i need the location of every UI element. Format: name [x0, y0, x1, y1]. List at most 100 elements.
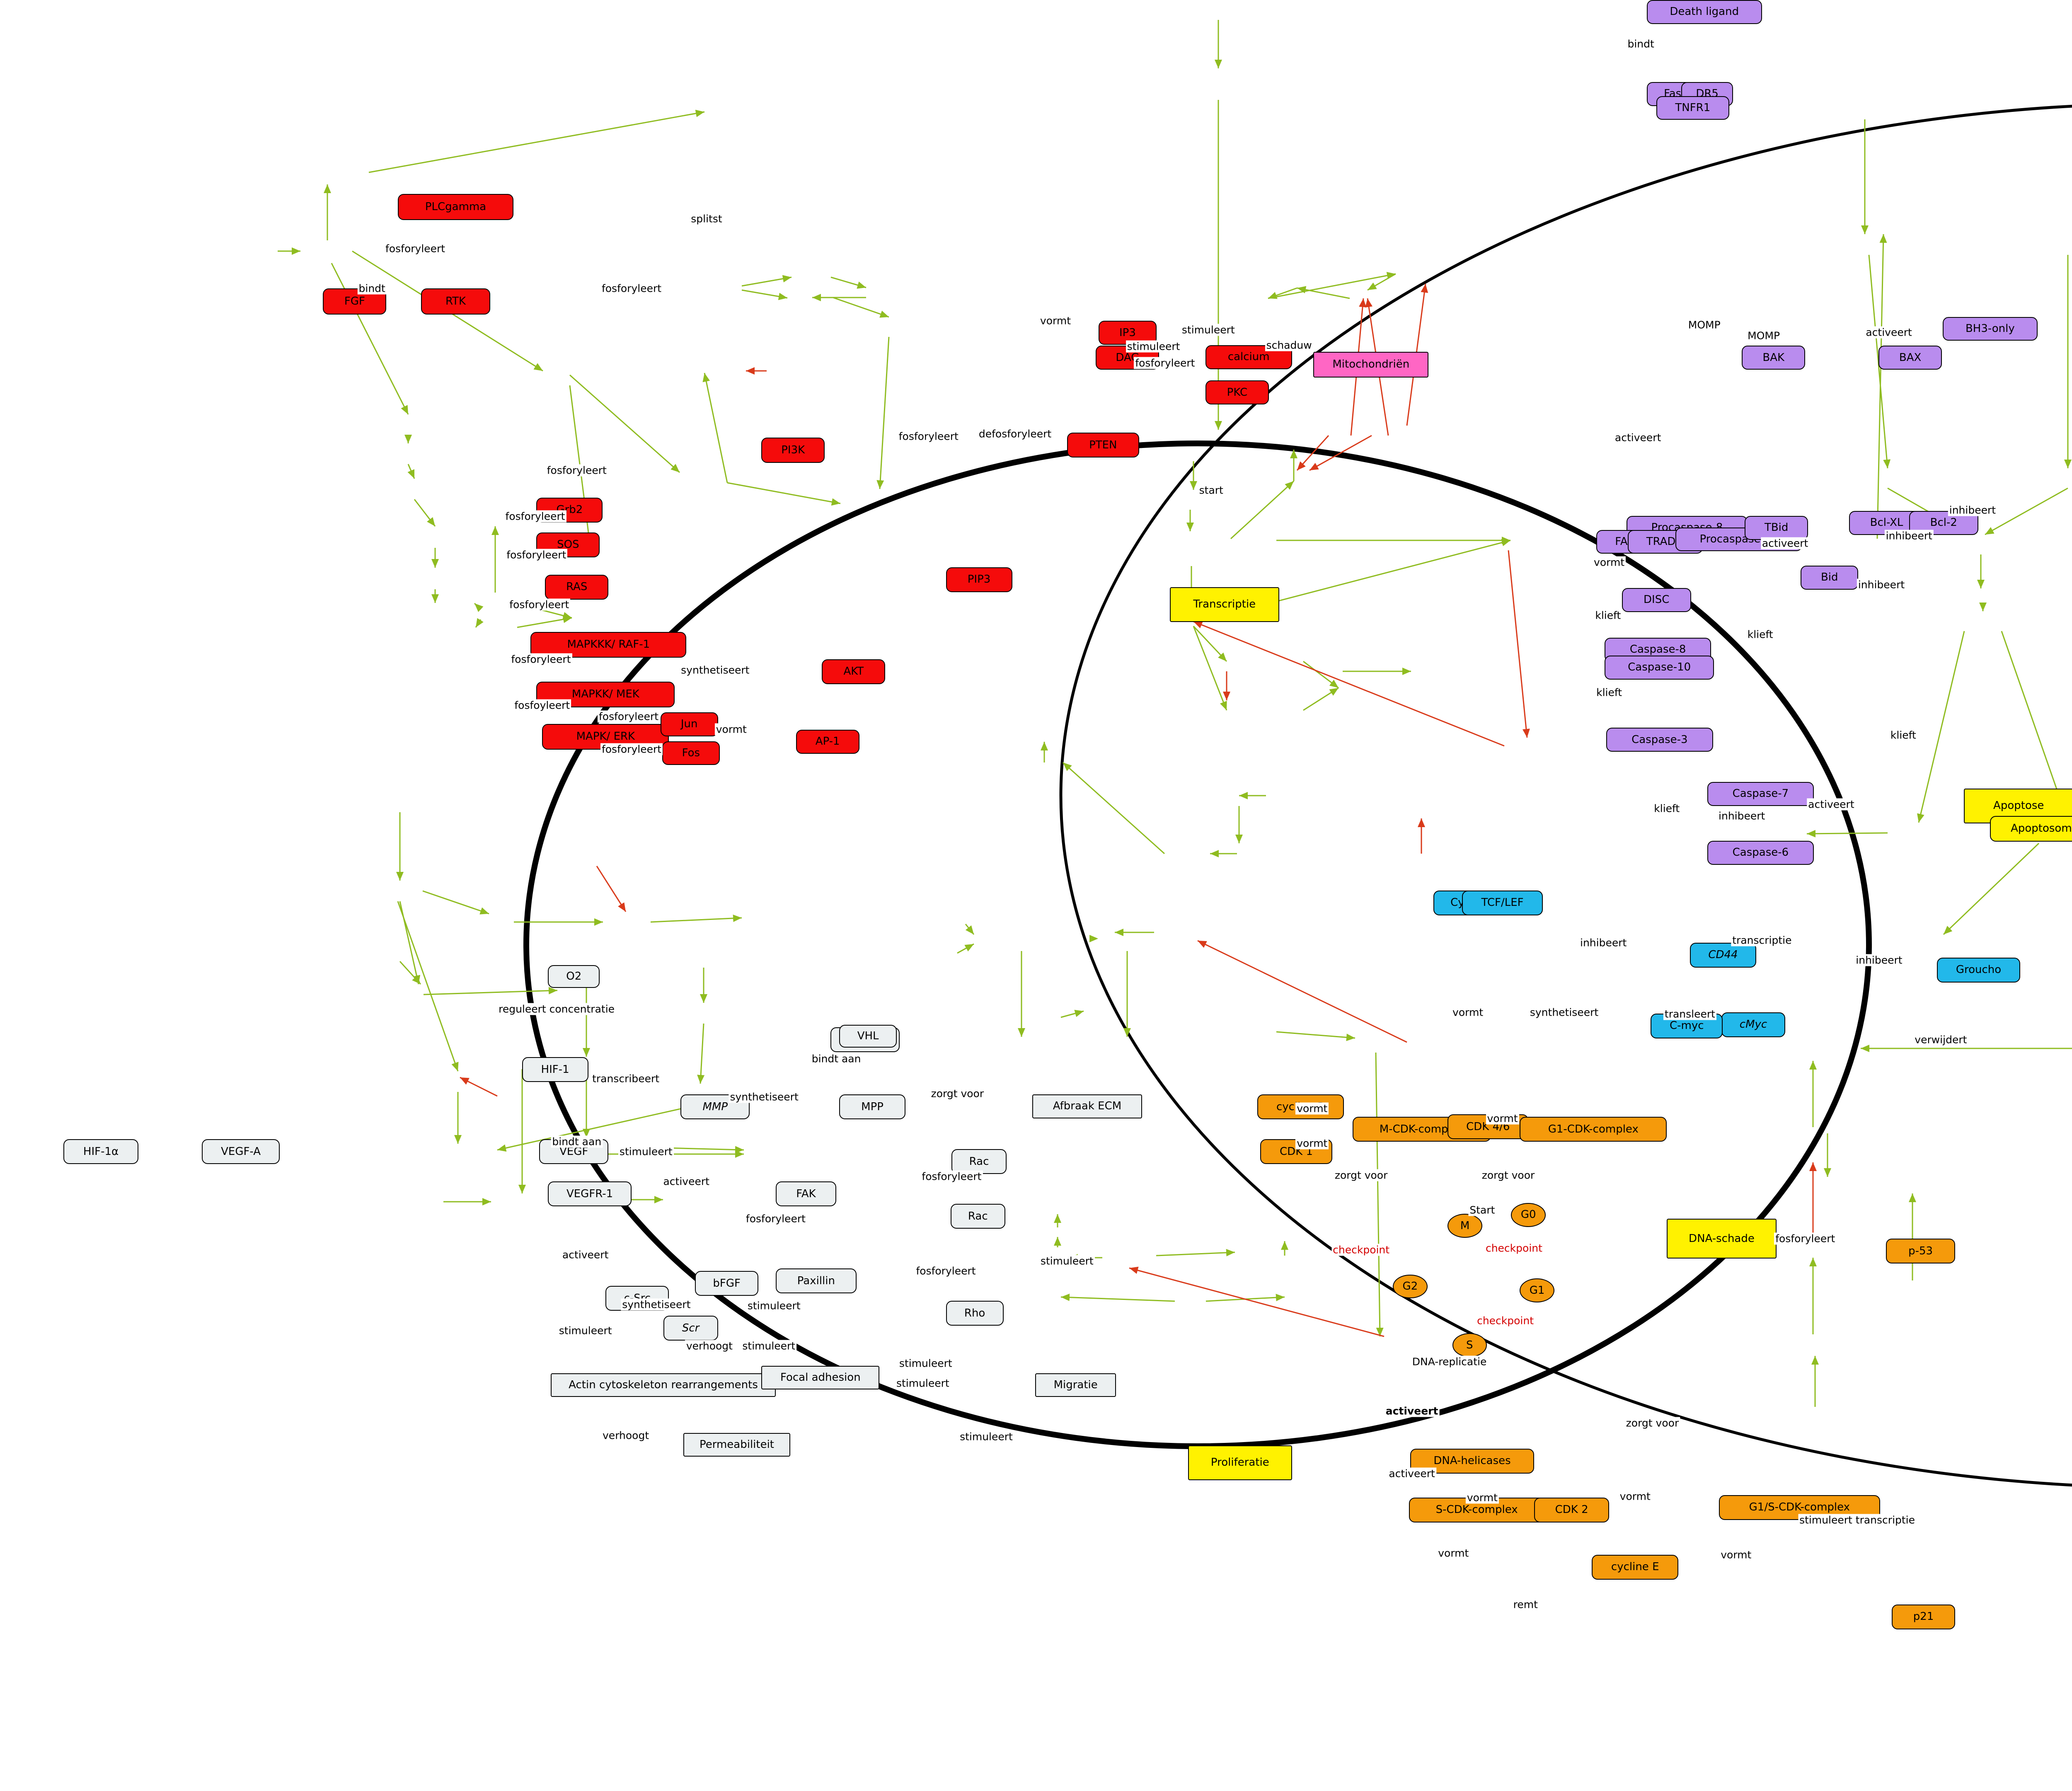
edge-label: activeert — [1760, 537, 1810, 549]
node-bfgf[interactable]: bFGF — [695, 1271, 759, 1296]
node-p53[interactable]: p-53 — [1886, 1239, 1956, 1264]
edge-label: synthetiseert — [621, 1298, 692, 1311]
edge-label: stimuleert — [746, 1300, 802, 1312]
node-g2[interactable]: G2 — [1393, 1274, 1428, 1299]
edge-label: vormt — [1486, 1112, 1519, 1125]
node-disc[interactable]: DISC — [1622, 588, 1691, 612]
edge-label: reguleert concentratie — [497, 1003, 616, 1015]
node-rho[interactable]: Rho — [946, 1301, 1004, 1326]
node-fgf[interactable]: FGF — [323, 288, 387, 315]
edge-label: checkpoint — [1331, 1244, 1391, 1256]
node-rac2[interactable]: Rac — [950, 1204, 1005, 1229]
node-rtk[interactable]: RTK — [421, 288, 490, 315]
node-transcriptie_rtk[interactable]: Transcriptie — [1169, 587, 1279, 622]
edge-label: verhoogt — [685, 1340, 734, 1352]
edge-label: bindt — [1626, 38, 1656, 50]
edge-label: bindt aan — [551, 1135, 603, 1148]
edge-label: defosforyleert — [977, 428, 1053, 440]
edge-label: remt — [1512, 1598, 1539, 1611]
node-bid[interactable]: Bid — [1801, 566, 1859, 590]
node-m[interactable]: M — [1447, 1214, 1482, 1238]
edge-label: activeert — [1384, 1405, 1440, 1417]
edge-label: activeert — [1387, 1467, 1436, 1480]
node-pip3[interactable]: PIP3 — [946, 567, 1012, 592]
node-mitochondrien[interactable]: Mitochondriën — [1313, 351, 1429, 378]
node-pi3k[interactable]: PI3K — [761, 438, 825, 463]
node-afbraakecm[interactable]: Afbraak ECM — [1032, 1094, 1142, 1118]
node-fos[interactable]: Fos — [662, 741, 720, 765]
edge-label: transcribeert — [591, 1072, 661, 1085]
edge-label: MOMP — [1746, 329, 1782, 342]
edge-label: inhibeert — [1717, 810, 1767, 822]
edge-label: synthetiseert — [680, 664, 751, 676]
node-bh3only[interactable]: BH3-only — [1942, 317, 2038, 341]
node-caspase7[interactable]: Caspase-7 — [1707, 782, 1814, 806]
node-apoptosome[interactable]: Apoptosome — [1990, 816, 2072, 842]
node-proliferatie[interactable]: Proliferatie — [1188, 1445, 1292, 1480]
node-bax[interactable]: BAX — [1878, 346, 1942, 370]
edge-label: synthetiseert — [1528, 1006, 1600, 1019]
edge-label: stimuleert — [618, 1145, 674, 1158]
node-akt[interactable]: AKT — [822, 659, 886, 684]
node-p21[interactable]: p21 — [1892, 1604, 1956, 1629]
node-caspase3[interactable]: Caspase-3 — [1606, 728, 1713, 752]
edge-label: stimuleert — [895, 1377, 951, 1389]
node-mpp[interactable]: MPP — [839, 1094, 906, 1120]
node-scr[interactable]: Scr — [663, 1316, 718, 1341]
edge-label: fosforyleert — [744, 1213, 807, 1225]
node-hif1b[interactable]: VEGF-A — [202, 1139, 280, 1164]
edge-label: transcriptie — [1731, 934, 1793, 946]
node-pkc[interactable]: PKC — [1205, 380, 1269, 405]
node-groucho[interactable]: Groucho — [1936, 958, 2021, 983]
node-caspase6[interactable]: Caspase-6 — [1707, 840, 1814, 865]
edge-label: verwijdert — [1913, 1033, 1968, 1046]
node-vegfr1[interactable]: VEGFR-1 — [548, 1181, 632, 1207]
node-o2[interactable]: O2 — [548, 965, 600, 988]
node-g1[interactable]: G1 — [1520, 1278, 1554, 1303]
node-cyclinee[interactable]: cycline E — [1592, 1554, 1679, 1580]
node-ap1[interactable]: AP-1 — [796, 730, 859, 754]
node-jun[interactable]: Jun — [660, 712, 718, 736]
edge-label: vormt — [1295, 1137, 1329, 1150]
node-vhl[interactable]: VHL — [839, 1025, 897, 1048]
node-cd44[interactable]: CD44 — [1690, 943, 1756, 968]
edge-label: vormt — [1719, 1549, 1753, 1561]
node-actin[interactable]: Actin cytoskeleton rearrangements — [551, 1373, 776, 1397]
node-tcflef[interactable]: TCF/LEF — [1462, 890, 1543, 915]
node-migratie[interactable]: Migratie — [1035, 1373, 1116, 1397]
edge-label: stimuleert — [1180, 324, 1236, 336]
node-focaladhesion[interactable]: Focal adhesion — [761, 1365, 880, 1390]
node-bak[interactable]: BAK — [1742, 346, 1806, 370]
edge-label: vormt — [1465, 1491, 1499, 1504]
node-pten[interactable]: PTEN — [1067, 433, 1139, 458]
node-g1cdk[interactable]: G1-CDK-complex — [1520, 1117, 1667, 1142]
node-rac1[interactable]: Rac — [951, 1149, 1007, 1174]
edge-label: bindt — [357, 282, 387, 295]
node-tbid[interactable]: TBid — [1745, 516, 1808, 540]
node-s[interactable]: S — [1452, 1333, 1487, 1358]
node-hif1a[interactable]: HIF-1α — [63, 1139, 139, 1164]
node-hif1[interactable]: HIF-1 — [522, 1057, 588, 1082]
node-ras[interactable]: RAS — [545, 574, 609, 600]
node-paxillin[interactable]: Paxillin — [775, 1268, 857, 1294]
edge-label: vormt — [1038, 315, 1072, 327]
node-cmyc_gene[interactable]: cMyc — [1721, 1012, 1785, 1038]
edge-label: fosforyleert — [1774, 1232, 1837, 1245]
edge-label: fosforyleert — [897, 430, 960, 443]
node-g0[interactable]: G0 — [1511, 1203, 1546, 1227]
node-plcgamma[interactable]: PLCgamma — [398, 194, 513, 220]
node-cdk2[interactable]: CDK 2 — [1534, 1497, 1610, 1522]
edge-label: zorgt voor — [1624, 1417, 1680, 1429]
node-caspase10[interactable]: Caspase-10 — [1604, 656, 1714, 680]
node-fak[interactable]: FAK — [775, 1181, 837, 1207]
node-permeabiliteit[interactable]: Permeabiliteit — [683, 1433, 790, 1457]
node-deathligand[interactable]: Death ligand — [1646, 0, 1762, 24]
edge-label: klieft — [1889, 729, 1917, 741]
edge-label: fosforyleert — [920, 1170, 983, 1183]
edge-label: inhibeert — [1857, 578, 1906, 591]
node-tnfr1[interactable]: TNFR1 — [1656, 96, 1729, 120]
node-dnaschade[interactable]: DNA-schade — [1667, 1219, 1777, 1259]
edge-label: activeert — [1613, 431, 1663, 444]
